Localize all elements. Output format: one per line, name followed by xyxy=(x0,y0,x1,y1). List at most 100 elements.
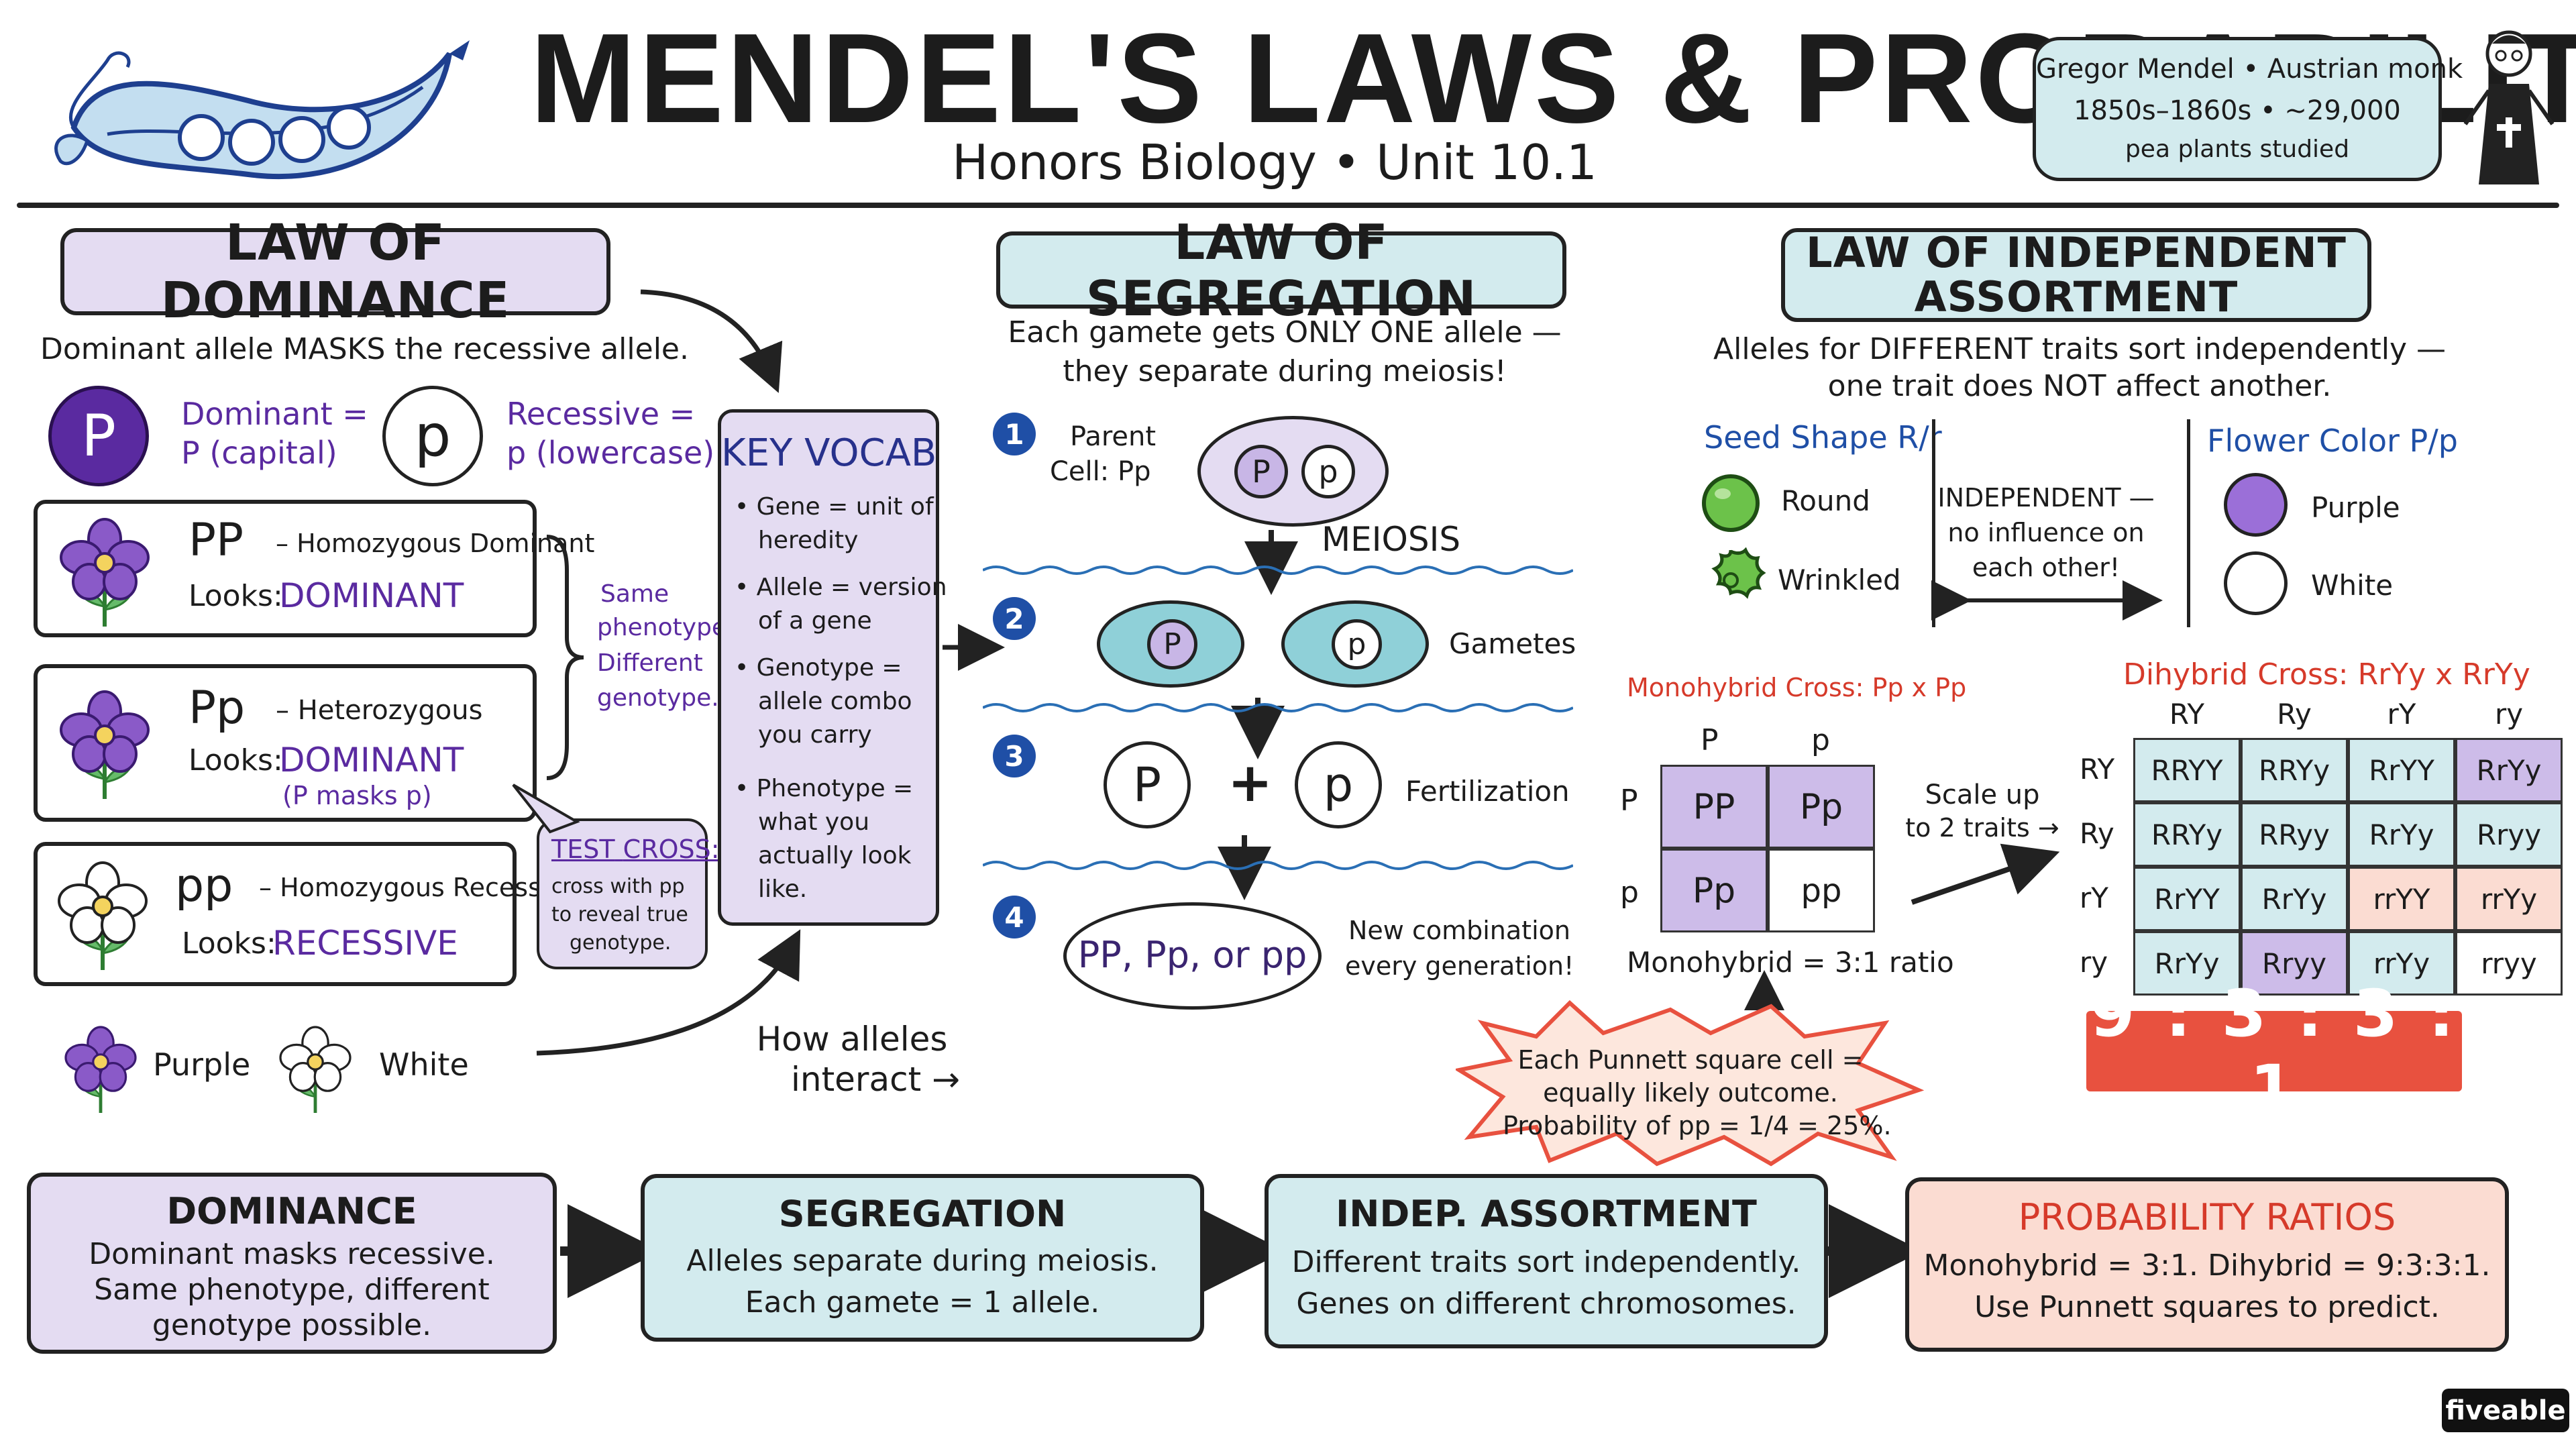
segregation-header: LAW OF SEGREGATION xyxy=(996,214,1566,327)
dihybrid-col-header: RY xyxy=(2169,698,2205,731)
vocab-genotype-1: • Genotype = xyxy=(735,654,902,682)
summary-line: genotype possible. xyxy=(152,1308,432,1342)
dihybrid-row-header: Ry xyxy=(2080,817,2114,850)
flower-color-title: Flower Color P/p xyxy=(2207,423,2458,459)
fert-allele-P: P xyxy=(1104,741,1191,828)
looks-recessive: RECESSIVE xyxy=(272,924,458,963)
scale-up-2: to 2 traits → xyxy=(1905,813,2059,843)
pea-pod-icon xyxy=(54,40,470,180)
divider-right xyxy=(2187,419,2190,627)
summary-line: Alleles separate during meiosis. xyxy=(686,1244,1159,1278)
mono-top-P: P xyxy=(1701,723,1719,757)
segregation-intro-1: Each gamete gets ONLY ONE allele — xyxy=(1008,315,1562,350)
purple-flower-icon xyxy=(60,518,150,627)
monohybrid-title: Monohybrid Cross: Pp x Pp xyxy=(1627,673,1967,702)
allele-P: P xyxy=(1234,445,1288,498)
allele-p: p xyxy=(1332,619,1382,669)
wavy-divider xyxy=(983,703,1573,712)
step-badge-4: 4 xyxy=(993,896,1036,938)
summary-line: Use Punnett squares to predict. xyxy=(1974,1290,2440,1324)
pea-wrinkled-icon xyxy=(1711,547,1766,599)
dihybrid-cell: RrYY xyxy=(2133,867,2241,931)
dihybrid-cell: RRYy xyxy=(2241,738,2348,802)
mono-side-p: p xyxy=(1620,875,1639,910)
looks-dominant: DOMINANT xyxy=(279,576,464,615)
meiosis-label: MEIOSIS xyxy=(1322,520,1461,559)
dihybrid-cell: RRYY xyxy=(2133,738,2241,802)
summary-line: Each gamete = 1 allele. xyxy=(745,1285,1100,1320)
page-subtitle: Honors Biology • Unit 10.1 xyxy=(952,134,1597,191)
summary-title: SEGREGATION xyxy=(778,1193,1067,1235)
vocab-allele-2: of a gene xyxy=(758,607,872,635)
genotype-rec-desc: – Homozygous Recessive xyxy=(259,873,580,902)
dominant-allele-icon: P xyxy=(48,386,149,486)
independent-note-1: INDEPENDENT — xyxy=(1937,483,2155,513)
dihybrid-cell: rryy xyxy=(2455,931,2563,996)
cross-word: CROSS: xyxy=(623,835,720,864)
dihybrid-cell: RrYY xyxy=(2348,738,2455,802)
dihybrid-cell: Rryy xyxy=(2241,931,2348,996)
key-vocab-title: KEY VOCAB xyxy=(721,431,937,475)
dihybrid-row-header: rY xyxy=(2080,881,2108,914)
test-cross-line-3: genotype. xyxy=(570,931,672,955)
fertilization-label: Fertilization xyxy=(1405,775,1570,808)
wavy-divider xyxy=(983,861,1573,870)
allele-P: P xyxy=(1147,619,1197,669)
new-combo-note-1: New combination xyxy=(1348,916,1570,945)
independent-intro-2: one trait does NOT affect another. xyxy=(1827,369,2332,403)
parent-cell-label-1: Parent xyxy=(1070,421,1157,452)
summary-line: Monohybrid = 3:1. Dihybrid = 9:3:3:1. xyxy=(1923,1248,2491,1283)
info-line-3: pea plants studied xyxy=(2125,136,2350,163)
dominant-label-1: Dominant = xyxy=(181,396,368,432)
gamete-P: P xyxy=(1097,600,1244,688)
step-badge-2: 2 xyxy=(993,597,1036,640)
info-line-2: 1850s–1860s • ~29,000 xyxy=(2074,95,2401,126)
recessive-symbol: p xyxy=(414,402,451,470)
bracket-note-2: phenotype! xyxy=(597,614,737,641)
summary-title: INDEP. ASSORTMENT xyxy=(1336,1193,1757,1235)
bracket-note-1: Same xyxy=(600,580,669,608)
dihybrid-col-header: Ry xyxy=(2277,698,2312,731)
seed-shape-title: Seed Shape R/r xyxy=(1704,419,1942,455)
pea-round-icon xyxy=(1702,474,1760,532)
summary-line: Same phenotype, different xyxy=(94,1273,490,1307)
independent-header-2: ASSORTMENT xyxy=(1914,272,2239,321)
summary-line: Dominant masks recessive. xyxy=(89,1237,495,1271)
recessive-allele-icon: p xyxy=(382,386,483,486)
wavy-divider xyxy=(983,566,1573,575)
summary-title: PROBABILITY RATIOS xyxy=(2018,1196,2396,1238)
genotype-row-heterozygous: Pp – Heterozygous Looks: DOMINANT (P mas… xyxy=(34,664,537,822)
masks-note: (P masks p) xyxy=(282,781,432,810)
dihybrid-title: Dihybrid Cross: RrYy x RrYy xyxy=(2123,657,2530,692)
looks-dominant: DOMINANT xyxy=(279,741,464,780)
mono-cell-Pp: Pp xyxy=(1768,765,1875,849)
bracket-note-3: Different xyxy=(597,649,703,677)
mono-cell-pp: pp xyxy=(1768,849,1875,932)
segregation-intro-2: they separate during meiosis! xyxy=(1063,354,1507,388)
mono-cell-Pp: Pp xyxy=(1660,849,1768,932)
summary-segregation: SEGREGATION Alleles separate during meio… xyxy=(641,1174,1204,1342)
gametes-label: Gametes xyxy=(1449,627,1576,660)
vocab-phenotype-1: • Phenotype = xyxy=(735,775,914,802)
recessive-label-1: Recessive = xyxy=(506,396,696,432)
ratio-text: 9 : 3 : 3 : 1 xyxy=(2090,976,2459,1126)
fert-allele-p: p xyxy=(1295,741,1382,828)
callout-line-3: Probability of pp = 1/4 = 25%. xyxy=(1503,1111,1892,1140)
vocab-phenotype-2: what you xyxy=(758,808,870,836)
legend-white: White xyxy=(379,1046,469,1083)
new-combo-note-2: every generation! xyxy=(1345,951,1574,981)
how-alleles-1: How alleles xyxy=(756,1020,948,1059)
test-cross-line-2: to reveal true xyxy=(551,903,688,926)
mono-side-P: P xyxy=(1620,784,1638,818)
test-cross-title: TEST CROSS: xyxy=(551,835,720,864)
page-title: MENDEL'S LAWS & PROBABILITY xyxy=(530,7,2576,150)
summary-line: Different traits sort independently. xyxy=(1291,1245,1801,1279)
independent-note-3: each other! xyxy=(1972,553,2121,582)
dihybrid-row-header: RY xyxy=(2080,753,2115,786)
callout-line-1: Each Punnett square cell = xyxy=(1517,1045,1864,1075)
genotype-row-pp-recessive: pp – Homozygous Recessive Looks: RECESSI… xyxy=(34,842,579,986)
mendel-figure-icon xyxy=(2463,30,2555,184)
summary-dominance: DOMINANCE Dominant masks recessive. Same… xyxy=(27,1173,557,1354)
vocab-gene-2: heredity xyxy=(758,527,859,554)
purple-flower-icon xyxy=(60,690,150,799)
